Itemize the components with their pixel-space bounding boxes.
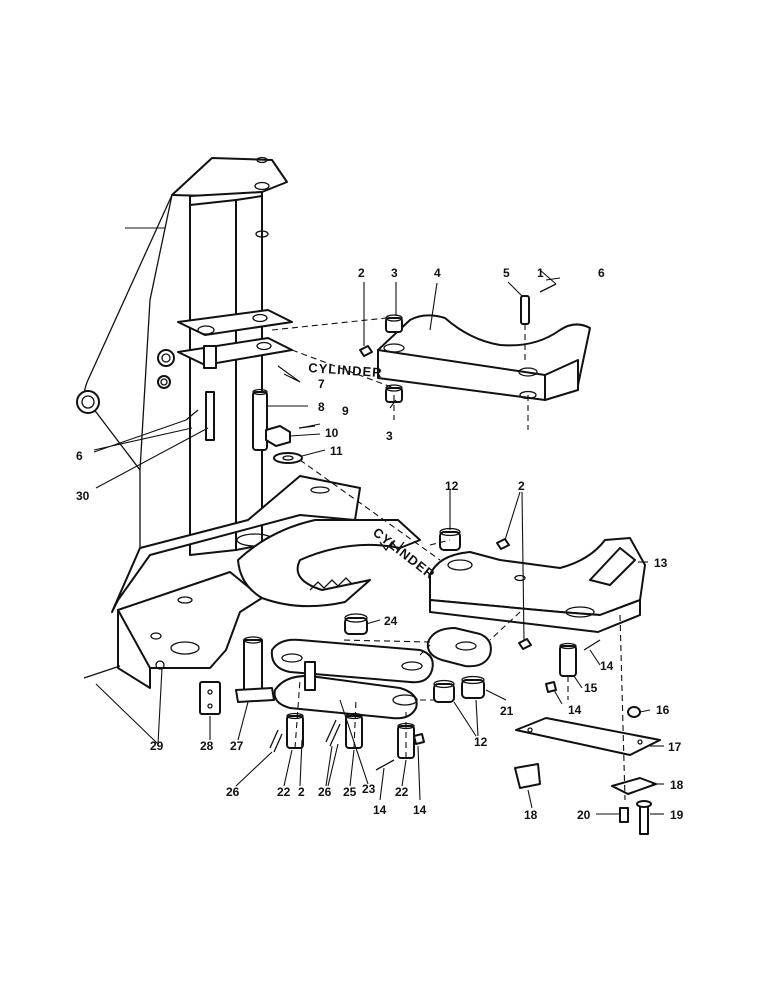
callout-2: 2	[298, 785, 305, 799]
callout-12: 12	[445, 479, 459, 493]
callout-14: 14	[568, 703, 582, 717]
callout-3: 3	[391, 266, 398, 280]
callout-29: 29	[150, 739, 164, 753]
leader-lines	[93, 227, 664, 815]
lower-links	[270, 613, 492, 720]
callout-9: 9	[342, 404, 349, 418]
callout-23: 23	[362, 782, 376, 796]
callout-5: 5	[503, 266, 510, 280]
callout-7: 7	[318, 377, 325, 391]
callout-15: 15	[584, 681, 598, 695]
callout-30: 30	[76, 489, 90, 503]
middle-hardware	[185, 388, 316, 464]
callout-2: 2	[518, 479, 525, 493]
swing-arm-assembly	[429, 527, 646, 650]
callout-20: 20	[577, 808, 591, 822]
callout-14: 14	[373, 803, 387, 817]
callout-22: 22	[395, 785, 409, 799]
callout-25: 25	[343, 785, 357, 799]
callout-21: 21	[500, 704, 514, 718]
callout-28: 28	[200, 739, 214, 753]
callout-17: 17	[668, 740, 682, 754]
callout-13: 13	[654, 556, 668, 570]
mast-frame	[76, 156, 421, 689]
callout-4: 4	[434, 266, 441, 280]
callout-16: 16	[656, 703, 670, 717]
callout-numbers: 1 2 3 4 5 6 6 7 8 9 10 11 3 30 12 2 13 2…	[76, 266, 684, 822]
callout-24: 24	[384, 614, 398, 628]
callout-27: 27	[230, 739, 244, 753]
alignment-lines	[271, 317, 626, 801]
callout-19: 19	[670, 808, 684, 822]
callout-26: 26	[226, 785, 240, 799]
small-parts	[83, 636, 661, 835]
callout-6: 6	[598, 266, 605, 280]
callout-18: 18	[670, 778, 684, 792]
cylinder-label-top: CYLINDER	[308, 360, 383, 380]
callout-14: 14	[413, 803, 427, 817]
callout-14: 14	[600, 659, 614, 673]
callout-12: 12	[474, 735, 488, 749]
upper-link-assembly	[359, 283, 591, 403]
callout-1: 1	[537, 266, 544, 280]
callout-2: 2	[358, 266, 365, 280]
callout-22: 22	[277, 785, 291, 799]
callout-8: 8	[318, 400, 325, 414]
callout-11: 11	[330, 444, 343, 458]
callout-18: 18	[524, 808, 538, 822]
callout-10: 10	[325, 426, 339, 440]
callout-3: 3	[386, 429, 393, 443]
callout-26: 26	[318, 785, 332, 799]
callout-6: 6	[76, 449, 83, 463]
